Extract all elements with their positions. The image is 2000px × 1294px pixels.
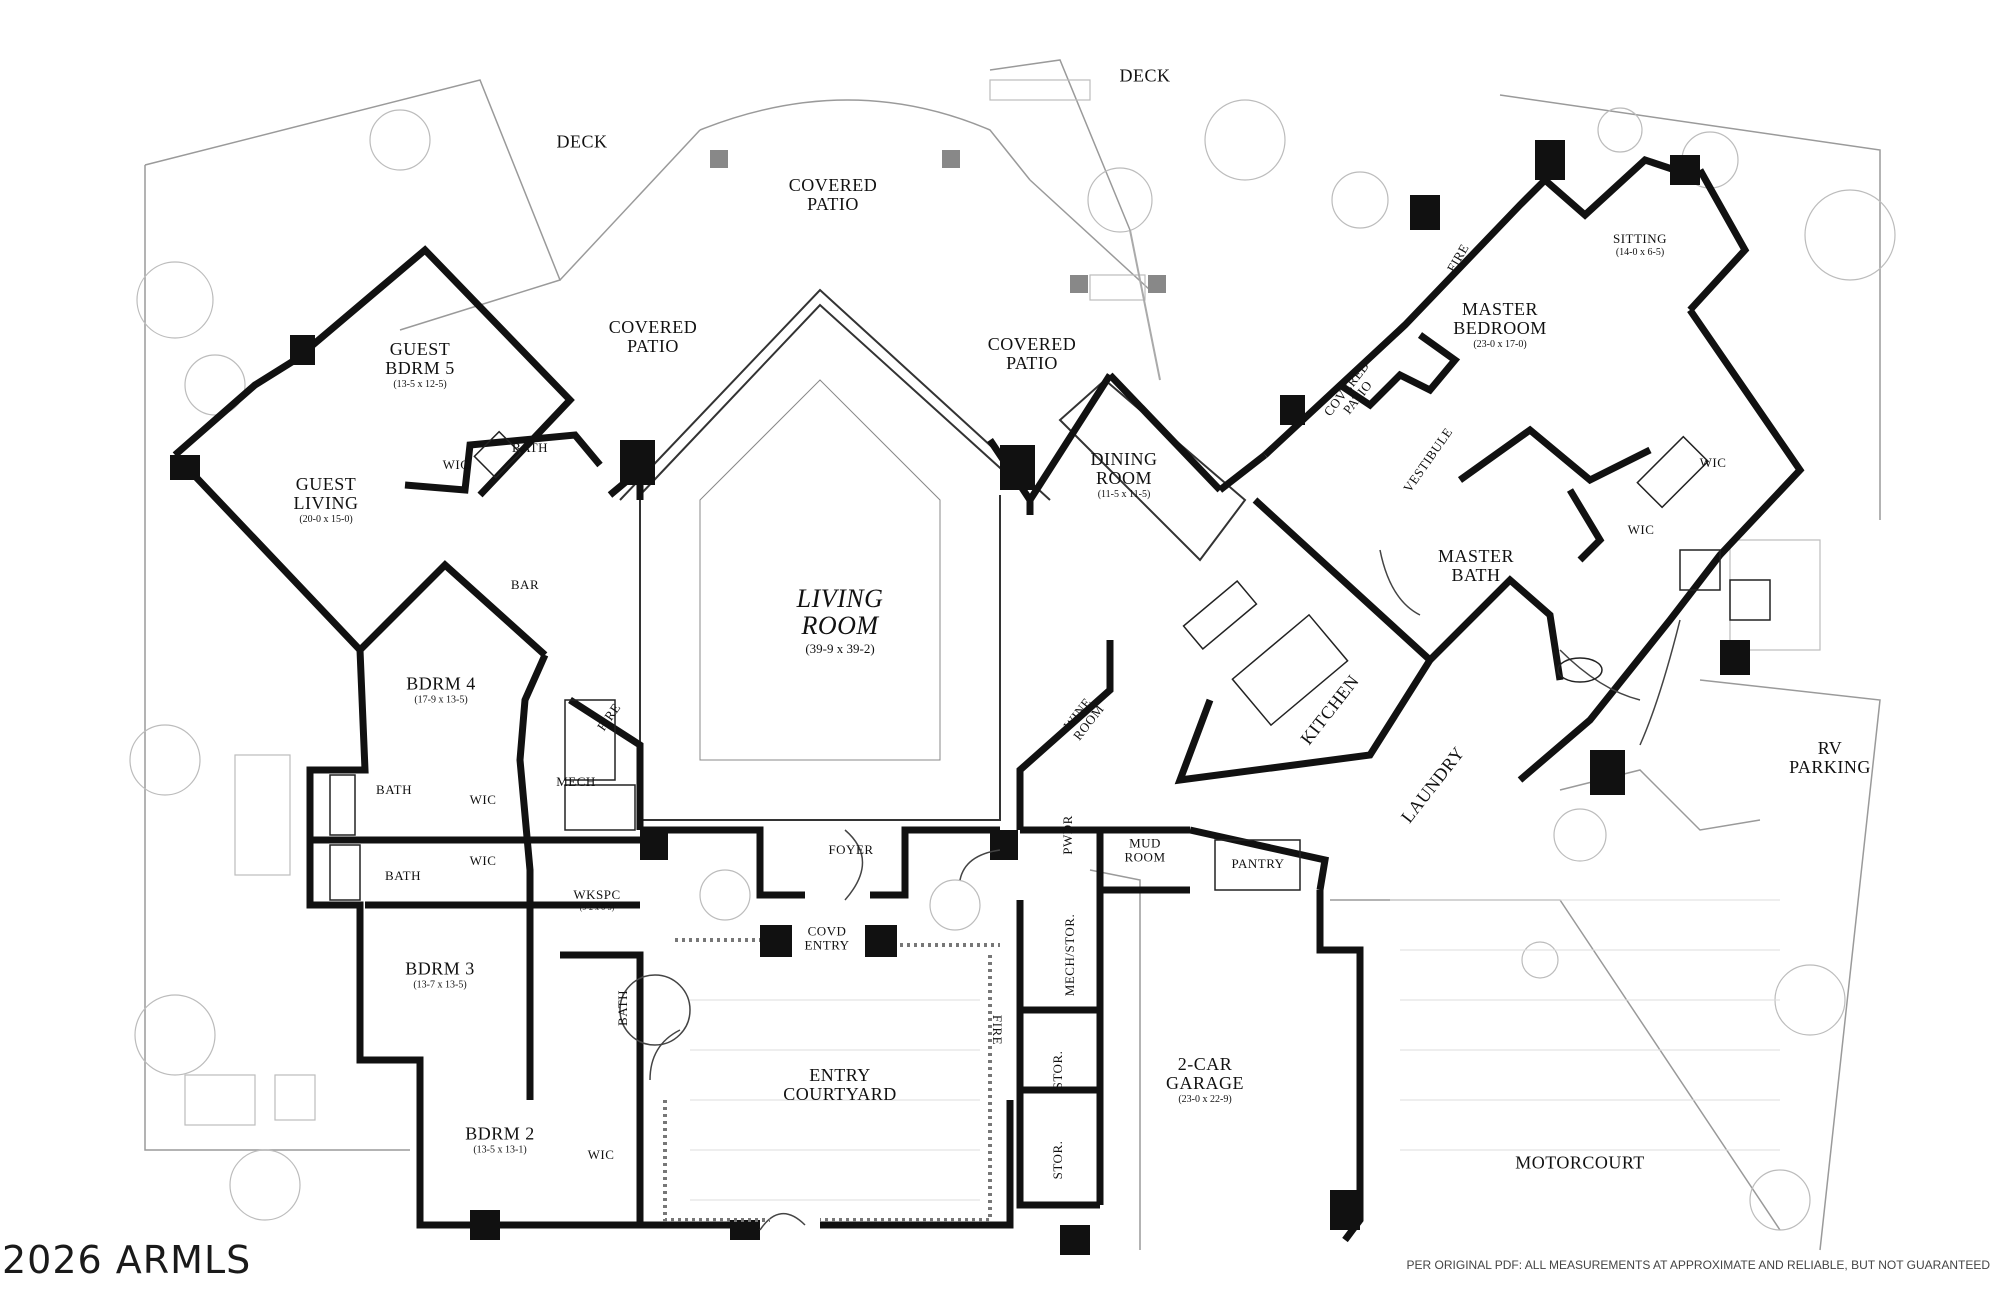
fire-court-label: FIRE (989, 1014, 1005, 1046)
dining-room-label: DINING ROOM (11-5 x 11-5) (1090, 448, 1158, 500)
armls-watermark: 2026 ARMLS (2, 1238, 252, 1282)
bdrm2-label: BDRM 2 (13-5 x 13-1) (465, 1123, 535, 1156)
covered-patio-right-label: COVERED PATIO (987, 334, 1077, 373)
wic-guest-label: WIC (442, 457, 470, 473)
mech-label: MECH (556, 774, 596, 790)
deck-left-label: DECK (556, 131, 608, 152)
sitting-label: SITTING (14-0 x 6-5) (1612, 230, 1668, 258)
patio-pads (710, 150, 1166, 293)
wkspc-label: WKSPC (9-2 x 6-5) (573, 886, 621, 912)
bath-b4-label: BATH (376, 782, 412, 798)
guest-bdrm5-label: GUEST BDRM 5 (13-5 x 12-5) (385, 338, 455, 390)
stor1-label: STOR. (1050, 1050, 1066, 1090)
living-room-label: LIVING ROOM (39-9 x 39-2) (796, 583, 884, 656)
wic-master2-label: WIC (1627, 522, 1655, 538)
bath-hall-label: BATH (615, 990, 631, 1026)
covered-patio-left-label: COVERED PATIO (608, 317, 698, 356)
entry-courtyard-label: ENTRY COURTYARD (783, 1065, 897, 1104)
pwdr-label: PWDR (1060, 815, 1076, 855)
motorcourt-label: MOTORCOURT (1515, 1152, 1645, 1173)
bdrm4-label: BDRM 4 (17-9 x 13-5) (406, 673, 476, 706)
fixtures (329, 430, 1771, 901)
mud-room-label: MUD ROOM (1124, 835, 1166, 864)
pantry-label: PANTRY (1231, 856, 1285, 872)
column-blocks (170, 140, 1750, 1255)
courtyard-planters (663, 938, 1000, 1222)
rv-parking-label: RV PARKING (1789, 738, 1871, 777)
wic-b3-label: WIC (469, 853, 497, 869)
disclaimer-text: PER ORIGINAL PDF: ALL MEASUREMENTS AT AP… (1406, 1258, 1990, 1272)
bdrm3-label: BDRM 3 (13-7 x 13-5) (405, 958, 475, 991)
courtyard-paving (690, 899, 1780, 1201)
master-bath-label: MASTER BATH (1437, 546, 1515, 585)
bath-b3-label: BATH (385, 868, 421, 884)
guest-living-label: GUEST LIVING (20-0 x 15-0) (293, 473, 359, 525)
outline-lines (619, 229, 1247, 821)
stor2-label: STOR. (1050, 1140, 1066, 1180)
garage-label: 2-CAR GARAGE (23-0 x 22-9) (1166, 1053, 1244, 1105)
foyer-label: FOYER (828, 842, 874, 858)
doors-and-arcs (619, 549, 1681, 1231)
deck-top-label: DECK (1119, 65, 1171, 86)
mech-stor-label: MECH/STOR. (1062, 913, 1078, 997)
wic-b2-label: WIC (587, 1147, 615, 1163)
wic-master1-label: WIC (1699, 455, 1727, 471)
bar-label: BAR (510, 577, 540, 593)
covered-patio-top-label: COVERED PATIO (788, 175, 878, 214)
wic-b4-label: WIC (469, 792, 497, 808)
bath-guest-label: BATH (512, 440, 548, 456)
covd-entry-label: COVD ENTRY (804, 923, 850, 952)
master-bedroom-label: MASTER BEDROOM (23-0 x 17-0) (1453, 298, 1547, 350)
